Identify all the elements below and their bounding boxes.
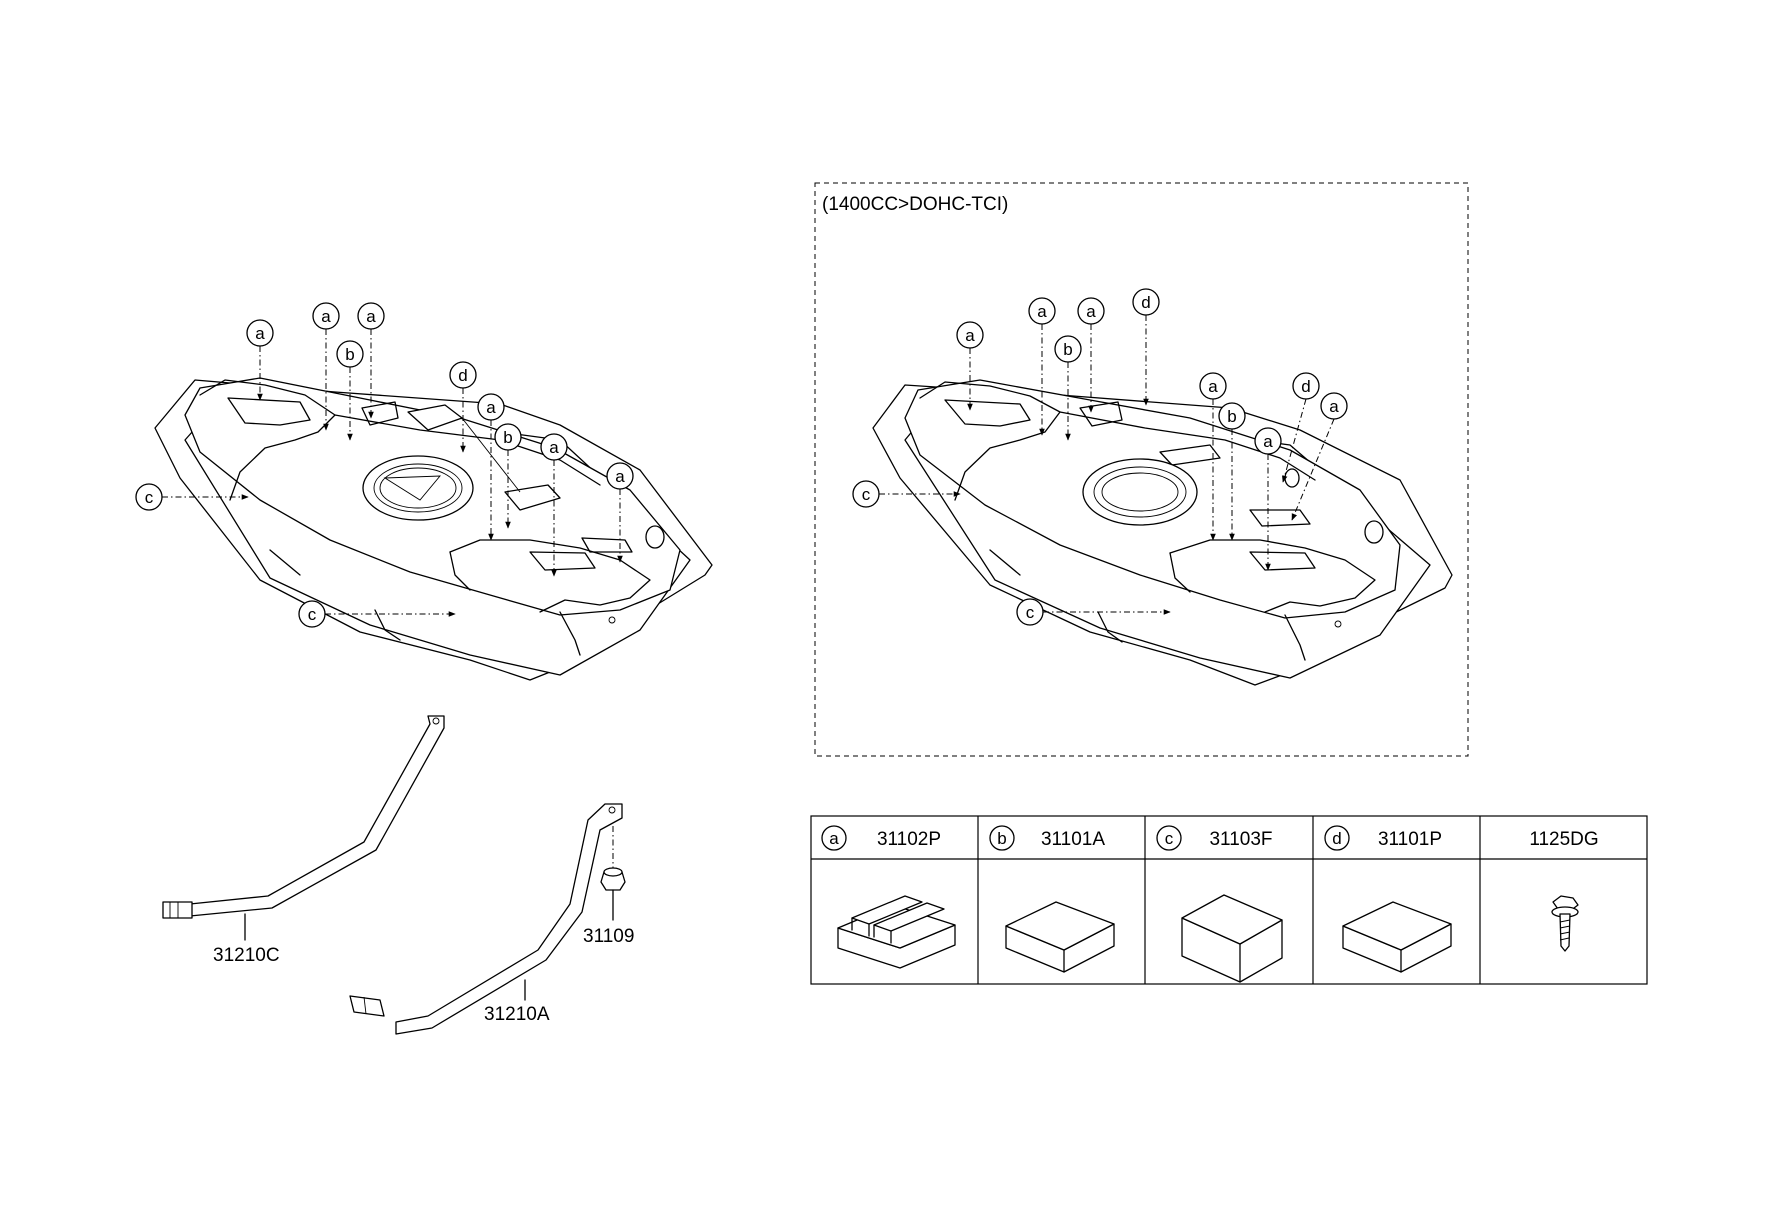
strap-31210C: 31210C	[162, 715, 445, 966]
svg-text:a: a	[829, 829, 839, 848]
svg-text:a: a	[965, 326, 975, 345]
svg-text:b: b	[503, 428, 512, 447]
callout-a	[1028, 297, 1056, 325]
callouts-left: a a a b d a b a a c c	[135, 302, 634, 628]
callout-a	[606, 462, 634, 490]
callout-a	[1199, 372, 1227, 400]
callouts-right: a a b a d a b a d a c c	[852, 288, 1348, 626]
svg-text:c: c	[308, 605, 317, 624]
callout-c	[852, 480, 880, 508]
callout-a	[1254, 427, 1282, 455]
pad-ribbed-icon	[837, 895, 956, 969]
legend-part-31101A: 31101A	[1041, 829, 1105, 850]
legend-letter-c	[1156, 825, 1182, 851]
svg-text:b: b	[345, 345, 354, 364]
svg-text:d: d	[458, 366, 467, 385]
svg-text:a: a	[1037, 302, 1047, 321]
bolt-icon	[1551, 895, 1579, 952]
callout-a	[477, 393, 505, 421]
callout-d	[449, 361, 477, 389]
legend-table: a 31102P b 31101A c 31103F d 31101P 1125…	[810, 815, 1648, 985]
legend-letter-a	[821, 825, 847, 851]
svg-text:a: a	[366, 307, 376, 326]
svg-text:a: a	[549, 438, 559, 457]
callout-b	[336, 340, 364, 368]
fuel-tank-left	[154, 377, 713, 681]
variant-label: (1400CC>DOHC-TCI)	[822, 194, 1008, 215]
callout-a	[312, 302, 340, 330]
svg-text:a: a	[255, 324, 265, 343]
part-label-31109: 31109	[583, 926, 634, 947]
pad-block-icon	[1181, 894, 1283, 983]
svg-text:c: c	[1026, 603, 1035, 622]
legend-part-31103F: 31103F	[1209, 829, 1272, 850]
svg-text:a: a	[321, 307, 331, 326]
callout-a	[246, 319, 274, 347]
svg-text:a: a	[1329, 397, 1339, 416]
fuel-pump-ring-variant	[1082, 458, 1198, 526]
legend-part-1125DG: 1125DG	[1529, 829, 1598, 850]
pad-flat-icon	[1005, 901, 1115, 973]
part-label-31210C: 31210C	[213, 945, 280, 966]
legend-letter-d	[1324, 825, 1350, 851]
callout-b	[1054, 335, 1082, 363]
svg-text:d: d	[1332, 829, 1341, 848]
callout-c	[135, 483, 163, 511]
legend-part-31101P: 31101P	[1378, 829, 1442, 850]
svg-text:c: c	[1165, 829, 1174, 848]
callout-b	[494, 423, 522, 451]
callout-d	[1292, 372, 1320, 400]
svg-text:d: d	[1141, 293, 1150, 312]
callout-a	[357, 302, 385, 330]
callout-c	[298, 600, 326, 628]
callout-d	[1132, 288, 1160, 316]
svg-text:b: b	[1063, 340, 1072, 359]
fuel-tank-right	[872, 379, 1453, 686]
svg-text:d: d	[1301, 377, 1310, 396]
svg-text:c: c	[862, 485, 871, 504]
callout-b	[1218, 402, 1246, 430]
strap-31210A: 31210A	[349, 803, 623, 1035]
pad-flat-d-icon	[1342, 901, 1452, 973]
callout-c	[1016, 598, 1044, 626]
callout-a	[1320, 392, 1348, 420]
legend-letter-b	[989, 825, 1015, 851]
callout-a	[540, 433, 568, 461]
legend-part-31102P: 31102P	[877, 829, 941, 850]
variant-box	[814, 182, 1469, 757]
svg-text:a: a	[1086, 302, 1096, 321]
svg-text:b: b	[1227, 407, 1236, 426]
svg-text:a: a	[1208, 377, 1218, 396]
svg-text:c: c	[145, 488, 154, 507]
part-label-31210A: 31210A	[484, 1004, 550, 1025]
svg-text:b: b	[997, 829, 1006, 848]
svg-text:a: a	[615, 467, 625, 486]
svg-text:a: a	[486, 398, 496, 417]
callout-a	[1077, 297, 1105, 325]
nut-31109: 31109	[583, 826, 634, 947]
fuel-pump-ring	[362, 455, 474, 521]
svg-text:a: a	[1263, 432, 1273, 451]
callout-a	[956, 321, 984, 349]
